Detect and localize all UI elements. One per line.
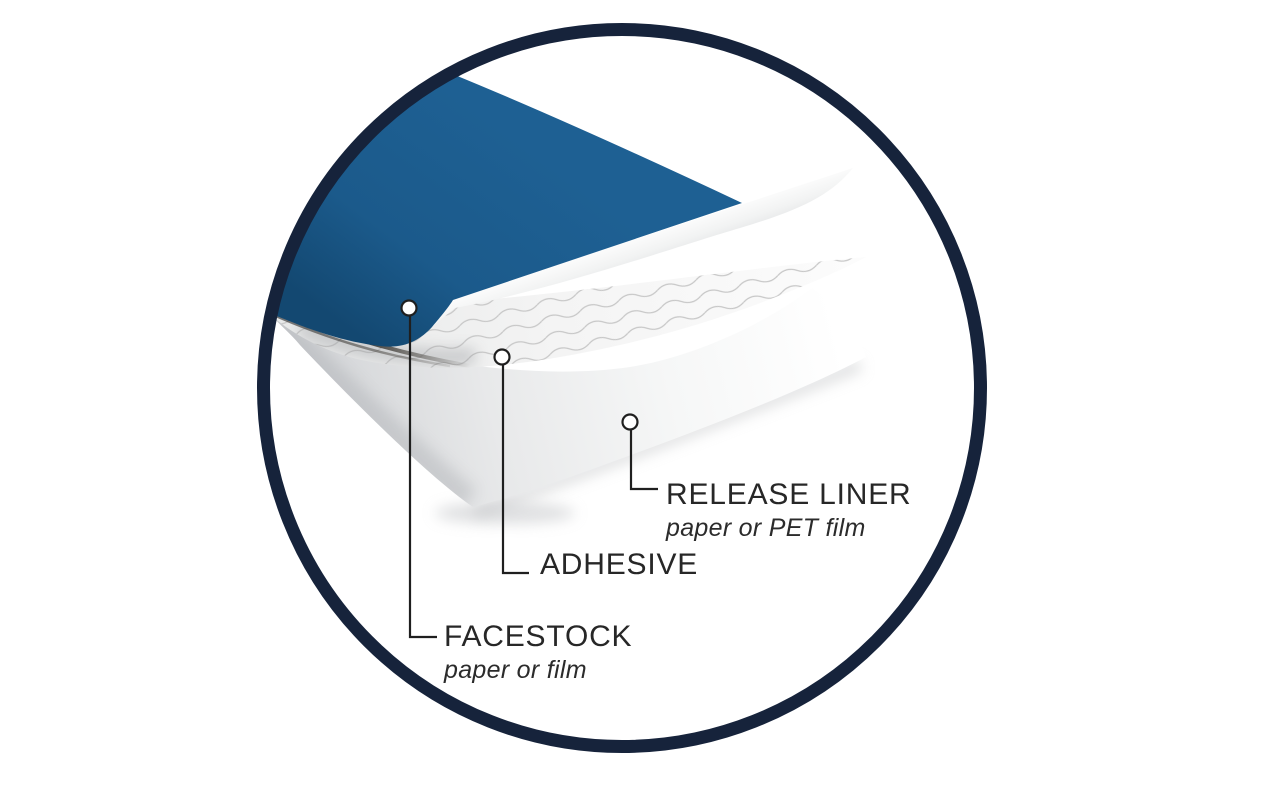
callout-release-liner [621, 413, 658, 491]
facestock-blue-sheet [272, 73, 742, 347]
adhesive-marker-dot [493, 348, 511, 366]
release-liner-callout-line [629, 430, 658, 491]
adhesive-label-group: ADHESIVE [540, 550, 698, 580]
adhesive-callout-line [501, 365, 529, 575]
adhesive-wave-texture [272, 257, 866, 368]
facestock-sublabel: paper or film [444, 656, 587, 684]
curl-shadow-on-adhesive [297, 320, 476, 365]
facestock-marker-dot [400, 299, 418, 317]
facestock-label-group: FACESTOCK paper or film [444, 622, 632, 683]
facestock-flap [431, 168, 853, 328]
callout-facestock [400, 299, 437, 639]
circle-frame [257, 23, 987, 753]
release-liner-sublabel: paper or PET film [666, 514, 866, 542]
release-liner-label-group: RELEASE LINER paper or PET film [666, 480, 912, 541]
release-liner-marker-dot [621, 413, 639, 431]
adhesive-sheet [272, 257, 866, 368]
release-liner-label: RELEASE LINER [666, 478, 912, 511]
facestock-label: FACESTOCK [444, 620, 633, 653]
adhesive-label: ADHESIVE [540, 548, 699, 581]
callout-adhesive [493, 348, 529, 575]
facestock-callout-line [408, 316, 437, 639]
